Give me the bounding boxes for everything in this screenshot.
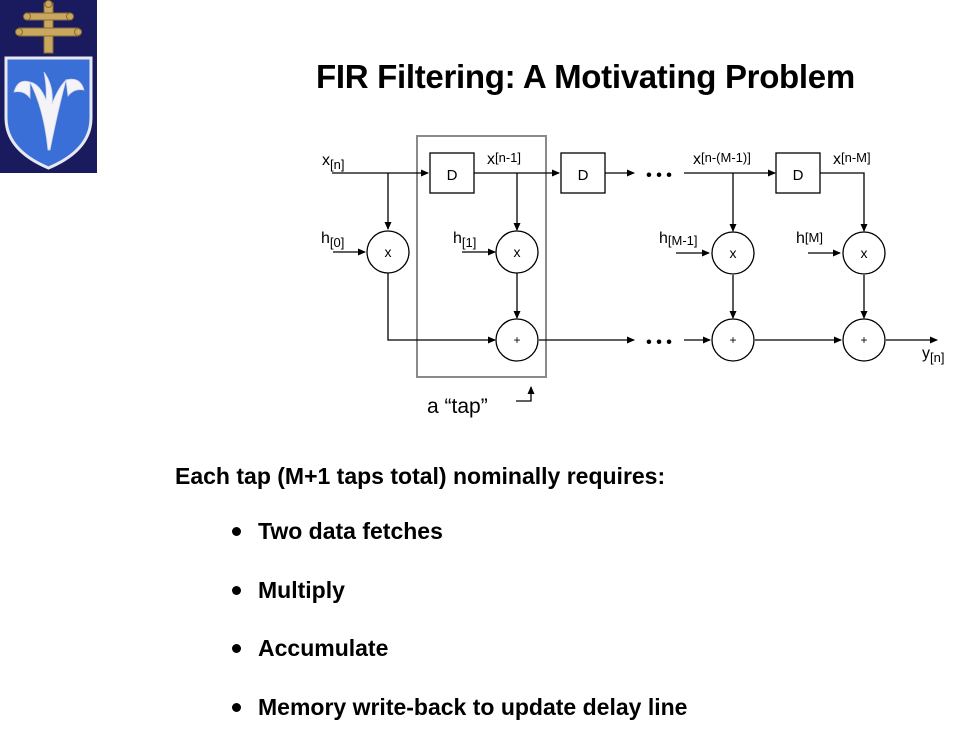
label-x-n-M: x[n-M]: [833, 150, 871, 168]
list-item: Multiply: [232, 577, 687, 636]
delay-label-1: D: [447, 167, 458, 184]
delay-label-2: D: [578, 167, 589, 184]
label-x-n: x[n]: [322, 152, 344, 172]
list-item-text: Accumulate: [258, 635, 388, 661]
add-symbol-M-1: +: [729, 333, 736, 347]
label-x-n-1: x[n-1]: [487, 150, 521, 168]
ellipsis-top: • • •: [646, 167, 672, 184]
label-x-n-M-1: x[n-(M-1)]: [693, 150, 751, 168]
ellipsis-bottom: • • •: [646, 334, 672, 351]
bullet-icon: [232, 586, 241, 595]
label-h-1: h[1]: [453, 230, 476, 250]
bullet-icon: [232, 703, 241, 712]
multiply-symbol-M-1: x: [730, 245, 737, 261]
label-h-M: h[M]: [796, 230, 823, 247]
list-item: Two data fetches: [232, 518, 687, 577]
bullet-icon: [232, 527, 241, 536]
requirements-list: Two data fetches Multiply Accumulate Mem…: [232, 518, 687, 752]
add-symbol-1: +: [513, 333, 520, 347]
label-y-n: y[n]: [922, 345, 944, 365]
label-h-M-1: h[M-1]: [659, 230, 698, 248]
list-item-text: Two data fetches: [258, 518, 443, 544]
multiply-symbol-0: x: [385, 244, 392, 260]
multiply-symbol-1: x: [514, 244, 521, 260]
list-item: Accumulate: [232, 635, 687, 694]
list-item: Memory write-back to update delay line: [232, 694, 687, 752]
list-item-text: Memory write-back to update delay line: [258, 694, 687, 720]
add-symbol-M: +: [860, 333, 867, 347]
tap-label: a “tap”: [427, 395, 488, 418]
delay-label-M: D: [793, 167, 804, 184]
multiply-symbol-M: x: [861, 245, 868, 261]
label-h-0: h[0]: [321, 230, 344, 250]
bullet-icon: [232, 644, 241, 653]
requirements-intro: Each tap (M+1 taps total) nominally requ…: [175, 463, 665, 490]
list-item-text: Multiply: [258, 577, 345, 603]
